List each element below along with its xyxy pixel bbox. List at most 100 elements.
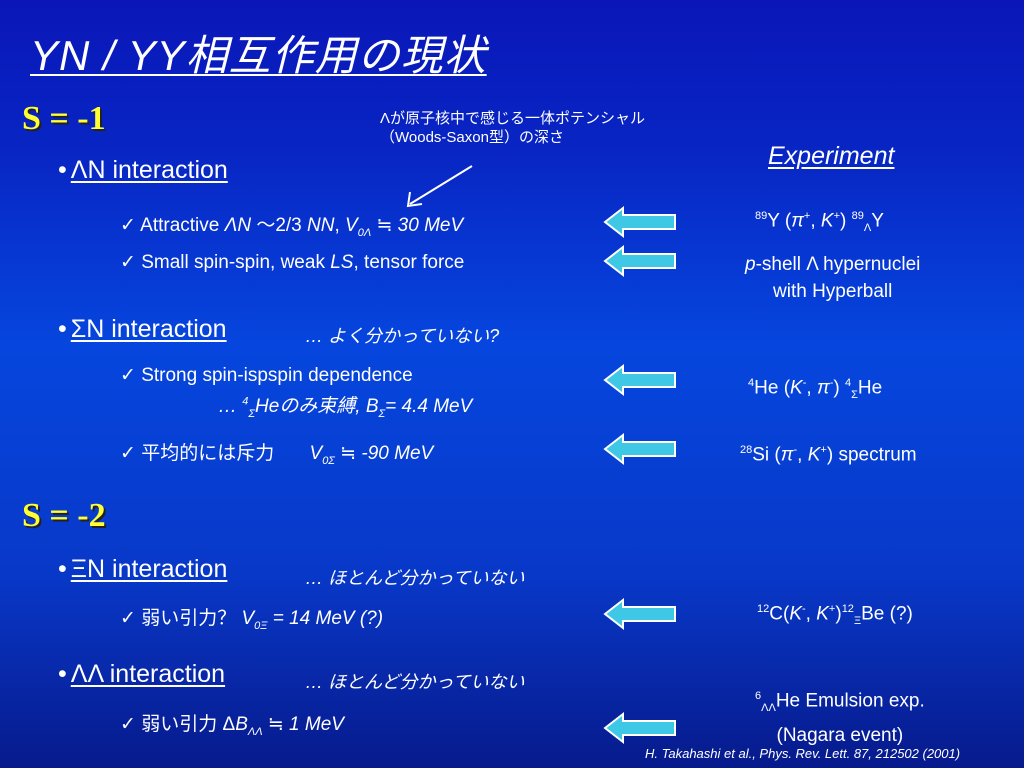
- reference: H. Takahashi et al., Phys. Rev. Lett. 87…: [645, 746, 961, 761]
- e3-ksup: -: [802, 377, 807, 389]
- experiment-4: 28Si (π-, K+) spectrum: [740, 444, 917, 466]
- spin-spin-suffix: , tensor force: [353, 252, 465, 273]
- e3-sup2: 4: [844, 377, 852, 389]
- e3-he2: He: [857, 377, 883, 399]
- weak-attr-ll-prefix: 弱い引力 Δ: [141, 714, 236, 735]
- bullet-lambda-lambda-label: ΛΛ interaction: [70, 660, 226, 688]
- attractive-v: V: [345, 215, 358, 236]
- repulsive-v: V: [309, 443, 323, 464]
- e5-c: C(: [769, 603, 790, 625]
- check-icon: ✓: [120, 252, 136, 273]
- e3-he: He (: [754, 377, 791, 399]
- potential-note-line1: Λが原子核中で感じる一体ポテンシャル: [380, 110, 646, 127]
- attractive-vsub: 0Λ: [357, 226, 372, 239]
- potential-note: Λが原子核中で感じる一体ポテンシャル （Woods-Saxon型）の深さ: [380, 110, 645, 148]
- e1-y2: Y: [871, 210, 884, 232]
- e5-be: Be (?): [861, 603, 913, 625]
- item-strong-spin: ✓ Strong spin-ispspin dependence: [120, 364, 413, 387]
- spin-spin-prefix: Small spin-spin, weak: [141, 252, 331, 273]
- weak-attr-ll-val: ≒ 1 MeV: [262, 714, 344, 735]
- e1-close: ): [840, 210, 852, 232]
- e1-sup2: 89: [851, 210, 864, 222]
- weak-attr-xi-prefix: 弱い引力？: [141, 608, 242, 629]
- e3-sub: Σ: [851, 389, 858, 402]
- e5-ksup: -: [802, 603, 806, 615]
- weak-attr-xi-vsub: 0Ξ: [254, 619, 268, 632]
- e3-pi: π: [816, 377, 830, 399]
- e2-line1: -shell Λ hypernuclei: [755, 254, 921, 275]
- sigma-he-val: = 4.4 MeV: [385, 396, 473, 417]
- sigma-he-sub: Σ: [248, 407, 256, 420]
- e5-sep: ,: [805, 603, 817, 625]
- e5-k: K: [789, 603, 802, 625]
- check-icon: ✓: [120, 215, 136, 236]
- bullet-lambda-n-label: ΛN interaction: [70, 156, 228, 184]
- bullet-dot: •: [58, 156, 67, 184]
- comment-lambda-lambda: … ほとんど分かっていない: [305, 672, 525, 692]
- attractive-prefix: Attractive: [140, 215, 225, 236]
- e4-sup: 28: [740, 444, 753, 456]
- bullet-lambda-lambda: •ΛΛ interaction: [58, 660, 225, 689]
- check-icon: ✓: [120, 443, 136, 464]
- weak-attr-xi-v: V: [241, 608, 255, 629]
- e5-k2sup: +: [828, 603, 836, 615]
- e5-sup1: 12: [757, 603, 770, 615]
- bullet-dot: •: [58, 660, 67, 688]
- e3-sup1: 4: [748, 377, 755, 389]
- experiment-1: 89Y (π+, K+) 89ΛY: [755, 210, 884, 234]
- attractive-mid: ～2/3: [251, 215, 308, 236]
- item-repulsive: ✓ 平均的には斥力 V0Σ ≒ -90 MeV: [120, 438, 433, 467]
- item-weak-attr-xi: ✓ 弱い引力？ V0Ξ = 14 MeV (?): [120, 603, 383, 632]
- left-arrow-icon: [603, 597, 676, 631]
- bullet-dot: •: [58, 315, 67, 343]
- attractive-val: ≒ 30 MeV: [371, 215, 464, 236]
- e6-line1: He Emulsion exp.: [775, 690, 925, 712]
- left-arrow-icon: [603, 432, 676, 466]
- check-icon: ✓: [120, 365, 136, 386]
- check-icon: ✓: [120, 608, 136, 629]
- e4-k: K: [807, 444, 821, 466]
- bullet-sigma-n: •ΣN interaction: [58, 315, 227, 344]
- e2-line2: with Hyperball: [773, 281, 893, 302]
- experiment-3: 4He (K-, π-) 4ΣHe: [748, 377, 882, 401]
- e4-pi: π: [780, 444, 794, 466]
- sigma-he-bsub: Σ: [378, 407, 386, 420]
- item-weak-attr-ll: ✓ 弱い引力 ΔBΛΛ ≒ 1 MeV: [120, 709, 344, 738]
- e3-close: ): [833, 377, 845, 399]
- e3-sep: ,: [806, 377, 817, 399]
- e5-sup2: 12: [841, 603, 854, 615]
- page-title: YN / YY相互作用の現状: [30, 32, 487, 79]
- e2-line1-wrap: p-shell Λ hypernuclei: [745, 251, 920, 278]
- bullet-sigma-n-label: ΣN interaction: [70, 315, 227, 343]
- e1-ksup: +: [833, 210, 841, 222]
- left-arrow-icon: [603, 244, 676, 278]
- e1-pi: π: [791, 210, 804, 232]
- repulsive-prefix: 平均的には斥力: [141, 443, 275, 464]
- item-sigma-he: … 4ΣHeのみ束縛, BΣ= 4.4 MeV: [218, 391, 472, 420]
- repulsive-vsub: 0Σ: [322, 454, 335, 467]
- e1-sub: Λ: [863, 222, 872, 235]
- section-s-minus-1: S = -1: [22, 100, 106, 137]
- attractive-ln: ΛN: [224, 215, 252, 236]
- experiment-2: p-shell Λ hypernuclei with Hyperball: [745, 251, 920, 305]
- e3-pisup: -: [829, 377, 834, 389]
- sigma-he-dots: …: [218, 396, 243, 417]
- e5-sub: Ξ: [853, 615, 862, 628]
- left-arrow-icon: [603, 711, 676, 745]
- left-arrow-icon: [603, 205, 676, 239]
- e4-close: ) spectrum: [826, 444, 917, 466]
- e5-k2: K: [816, 603, 829, 625]
- attractive-nn: NN: [307, 215, 335, 236]
- e1-k: K: [820, 210, 834, 232]
- weak-attr-ll-bsub: ΛΛ: [247, 725, 263, 738]
- strong-spin-text: Strong spin-ispspin dependence: [141, 365, 413, 386]
- comment-sigma-n: … よく分かっていない?: [305, 326, 500, 346]
- sigma-he-text: Heのみ束縛, B: [255, 396, 379, 417]
- e4-pisup: -: [793, 444, 798, 456]
- bullet-lambda-n: •ΛN interaction: [58, 156, 228, 185]
- attractive-comma: ,: [334, 215, 346, 236]
- e1-y: Y (: [767, 210, 792, 232]
- bullet-xi-n: •ΞN interaction: [58, 555, 227, 584]
- potential-note-line2: （Woods-Saxon型）の深さ: [380, 128, 564, 146]
- spin-spin-ls: LS: [330, 252, 354, 273]
